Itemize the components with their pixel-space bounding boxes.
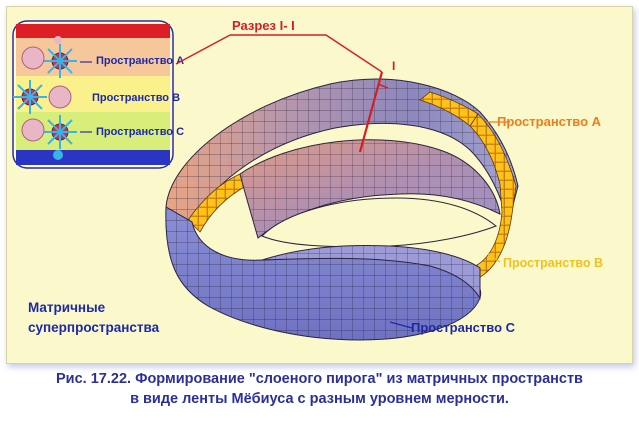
cross-section-inset: Пространство А Пространство В Пространст… bbox=[12, 20, 184, 169]
space-b-label: Пространство В bbox=[503, 256, 603, 270]
section-label: Разрез I- I bbox=[232, 18, 295, 33]
caption-line-1: Рис. 17.22. Формирование "слоеного пирог… bbox=[56, 371, 583, 387]
inset-band-red bbox=[16, 24, 170, 38]
inset-label-b: Пространство В bbox=[92, 92, 180, 104]
inset-band-blue bbox=[16, 150, 170, 165]
section-callout: Разрез I- I I bbox=[175, 18, 395, 153]
matrix-label-line1: Матричные bbox=[28, 300, 106, 315]
space-c-label: Пространство С bbox=[411, 320, 516, 335]
node-b bbox=[13, 80, 72, 114]
node-c bbox=[21, 115, 77, 149]
matrix-label-line2: суперпространства bbox=[28, 320, 160, 335]
mobius-band bbox=[165, 78, 519, 341]
caption-line-2: в виде ленты Мёбиуса с разным уровнем ме… bbox=[130, 391, 509, 407]
node-a bbox=[21, 44, 77, 78]
inset-label-a: Пространство А bbox=[96, 55, 184, 67]
inset-band-b bbox=[16, 76, 170, 112]
section-mark: I bbox=[392, 59, 395, 73]
inset-label-c: Пространство С bbox=[96, 126, 184, 138]
space-a-label: Пространство А bbox=[497, 114, 602, 129]
section-cut-line bbox=[358, 71, 384, 153]
